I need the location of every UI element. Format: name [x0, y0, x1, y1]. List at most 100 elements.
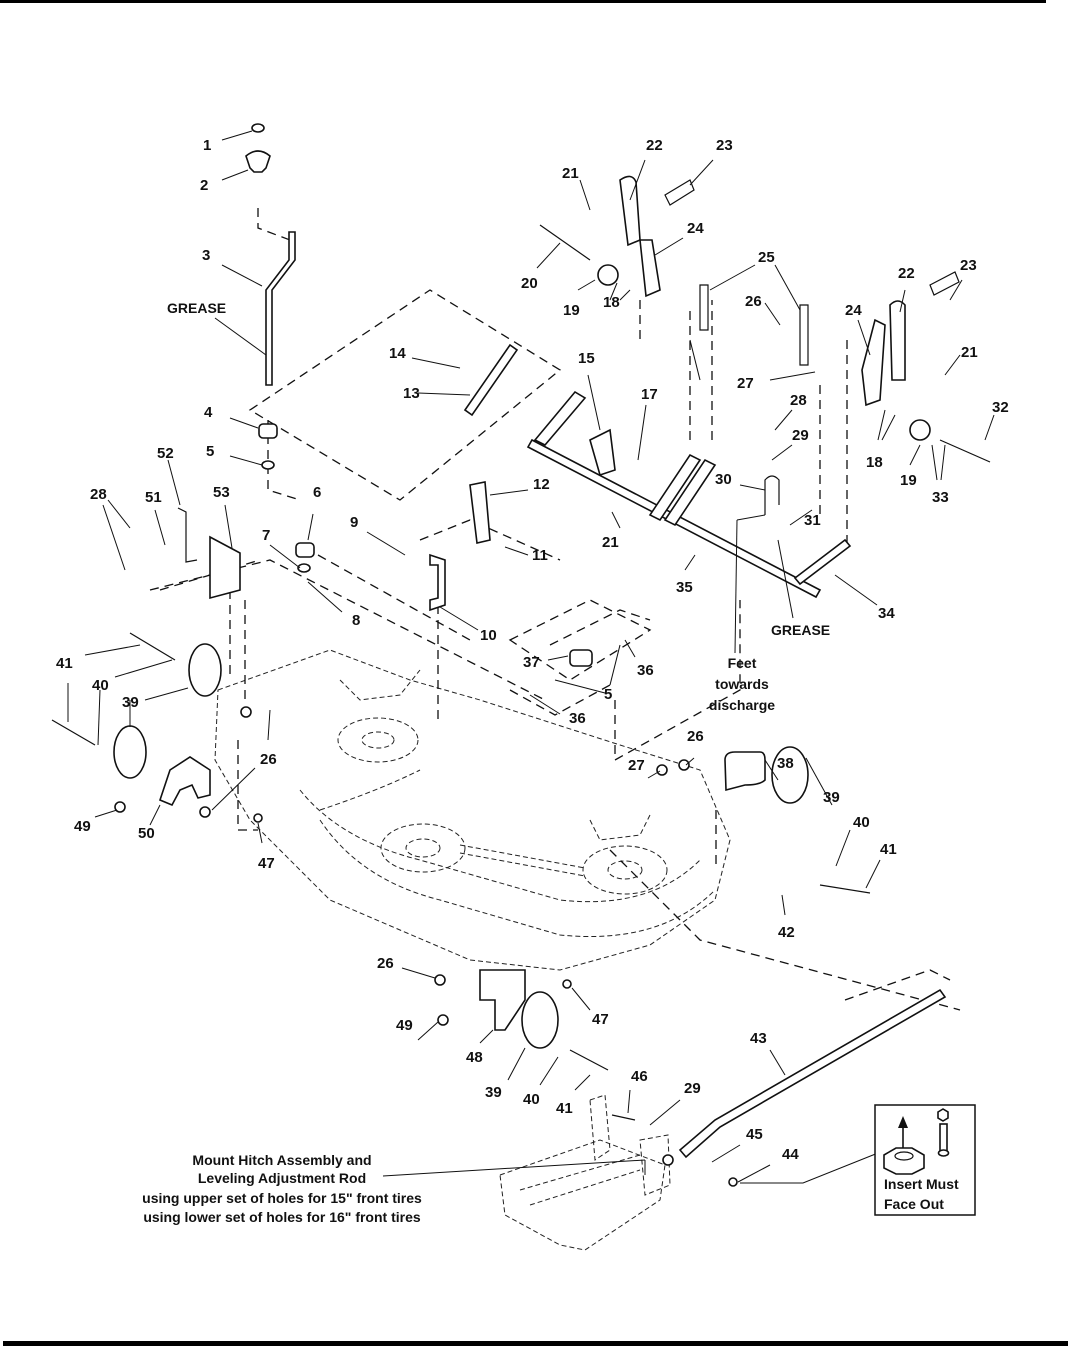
nut-part	[437, 1014, 449, 1026]
callout-49: 49	[74, 818, 91, 835]
wheel-bracket-part	[724, 751, 766, 792]
nut-part	[597, 264, 619, 286]
callout-27: 27	[628, 757, 645, 774]
callout-39: 39	[485, 1084, 502, 1101]
callout-24: 24	[687, 220, 704, 237]
top-rule	[0, 0, 1046, 3]
callout-47: 47	[258, 855, 275, 872]
nut-part	[909, 419, 931, 441]
callout-19: 19	[563, 302, 580, 319]
callout-43: 43	[750, 1030, 767, 1047]
pin-part	[664, 179, 695, 206]
callout-5: 5	[604, 686, 612, 703]
bolt-part	[569, 1049, 609, 1071]
callout-1: 1	[203, 137, 211, 154]
trunnion-part	[258, 423, 278, 439]
nut-part	[434, 974, 446, 986]
callout-14: 14	[389, 345, 406, 362]
plate-part	[589, 428, 616, 477]
callout-15: 15	[578, 350, 595, 367]
callout-26: 26	[687, 728, 704, 745]
callout-3: 3	[202, 247, 210, 264]
link-part	[861, 318, 886, 407]
callout-18: 18	[603, 294, 620, 311]
link-part	[619, 175, 641, 247]
feet-note-line-1: Feet	[728, 655, 757, 671]
bolt-icon	[939, 1123, 948, 1153]
callout-5: 5	[206, 443, 214, 460]
wheel-part	[771, 746, 809, 804]
callout-8: 8	[352, 612, 360, 629]
wheel-part	[188, 643, 222, 697]
callout-10: 10	[480, 627, 497, 644]
callout-23: 23	[960, 257, 977, 274]
nut-part	[728, 1177, 738, 1187]
arm-part	[463, 343, 519, 417]
wheel-bracket-part	[159, 756, 211, 807]
grease-note-rod: GREASE	[167, 300, 226, 316]
nut-part	[678, 759, 690, 771]
callout-26: 26	[260, 751, 277, 768]
hitch-assembly	[499, 1094, 671, 1251]
callout-48: 48	[466, 1049, 483, 1066]
bolt-part	[129, 632, 176, 661]
hitch-note-line-3: using upper set of holes for 15" front t…	[142, 1190, 422, 1206]
callout-4: 4	[204, 404, 213, 421]
nut-part	[562, 979, 572, 989]
callout-26: 26	[377, 955, 394, 972]
callout-50: 50	[138, 825, 155, 842]
wheel-part	[113, 725, 147, 779]
callout-26: 26	[745, 293, 762, 310]
callout-31: 31	[804, 512, 821, 529]
bottom-rule	[3, 1341, 1068, 1346]
callout-39: 39	[122, 694, 139, 711]
callout-29: 29	[792, 427, 809, 444]
callout-21: 21	[961, 344, 978, 361]
washer-part	[297, 563, 311, 573]
knob-part	[245, 150, 271, 173]
callout-23: 23	[716, 137, 733, 154]
callout-53: 53	[213, 484, 230, 501]
callout-40: 40	[92, 677, 109, 694]
cap-part	[251, 123, 265, 133]
nut-part	[114, 801, 126, 813]
bolt-part	[939, 439, 991, 463]
callout-11: 11	[532, 547, 548, 564]
callout-37: 37	[523, 654, 540, 671]
callout-25: 25	[758, 249, 775, 266]
callout-39: 39	[823, 789, 840, 806]
callout-33: 33	[932, 489, 949, 506]
trunnion-part	[295, 542, 315, 558]
callout-21: 21	[562, 165, 579, 182]
callout-9: 9	[350, 514, 358, 531]
nut-part	[656, 764, 668, 776]
lift-arm-part	[533, 390, 587, 446]
assembly-guide-lines	[149, 208, 961, 1011]
arm-part	[469, 481, 491, 544]
callout-28: 28	[90, 486, 107, 503]
bolt-part	[51, 719, 96, 746]
callout-41: 41	[880, 841, 897, 858]
callout-38: 38	[777, 755, 794, 772]
arm-part	[793, 538, 852, 586]
callout-13: 13	[403, 385, 420, 402]
callout-40: 40	[853, 814, 870, 831]
pin-part	[929, 271, 960, 296]
nut-icon	[937, 1108, 949, 1122]
wheel-part	[521, 991, 559, 1049]
callout-19: 19	[900, 472, 917, 489]
callout-2: 2	[200, 177, 208, 194]
callout-32: 32	[992, 399, 1009, 416]
callout-6: 6	[313, 484, 321, 501]
bracket-part	[429, 553, 446, 612]
nut-part	[662, 1154, 674, 1166]
parts	[51, 123, 991, 1187]
chain-part	[699, 284, 709, 331]
nut-part	[253, 813, 263, 823]
bushing-part	[569, 649, 593, 667]
washer-part	[261, 460, 275, 470]
hitch-note-line-1: Mount Hitch Assembly and	[192, 1152, 371, 1168]
bolt-part	[819, 884, 871, 894]
callout-36: 36	[569, 710, 586, 727]
